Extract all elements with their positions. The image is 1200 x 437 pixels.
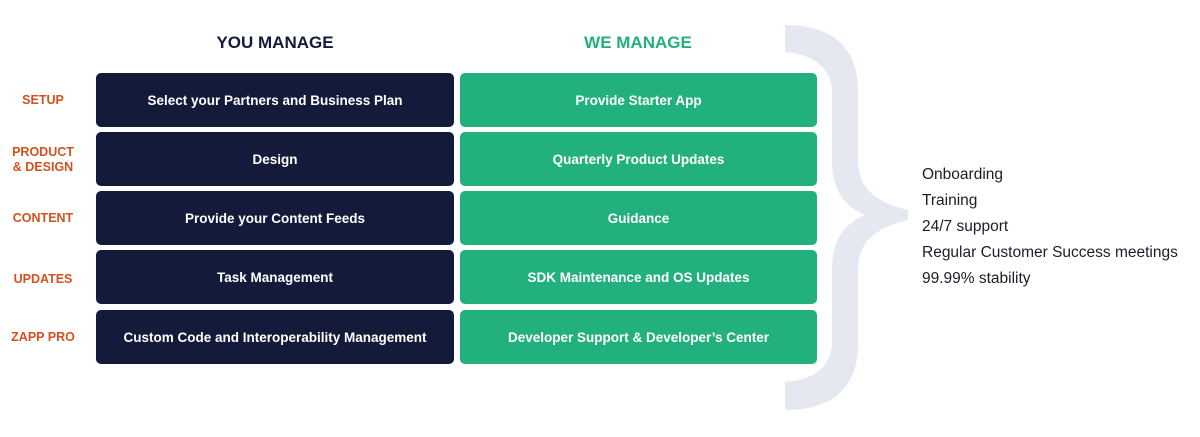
you-manage-cell-content: Provide your Content Feeds [96, 191, 454, 245]
row-label-content: CONTENT [12, 211, 74, 225]
we-manage-cell-setup: Provide Starter App [460, 73, 817, 127]
row-label-zapp-pro: ZAPP PRO [11, 330, 75, 344]
benefits-list: Onboarding Training 24/7 support Regular… [922, 162, 1178, 292]
right-curly-brace-icon [785, 25, 908, 410]
cell-text: Custom Code and Interoperability Managem… [123, 329, 427, 345]
you-manage-cell-setup: Select your Partners and Business Plan [96, 73, 454, 127]
you-manage-cell-updates: Task Management [96, 250, 454, 304]
benefit-item: 24/7 support [922, 218, 1009, 235]
row-label-setup: SETUP [22, 93, 64, 107]
cell-text: Quarterly Product Updates [552, 151, 725, 167]
cell-text: Developer Support & Developer’s Center [507, 329, 770, 345]
cell-text: Provide your Content Feeds [184, 210, 366, 226]
benefit-item: 99.99% stability [922, 270, 1031, 287]
benefit-item: Training [922, 192, 978, 209]
you-manage-header: YOU MANAGE [216, 33, 334, 52]
we-manage-cell-updates: SDK Maintenance and OS Updates [460, 250, 817, 304]
you-manage-cell-product-design: Design [96, 132, 454, 186]
cell-text: SDK Maintenance and OS Updates [527, 269, 750, 285]
we-manage-header: WE MANAGE [584, 33, 692, 52]
row-label-product-design: PRODUCT & DESIGN [12, 145, 74, 174]
brace-shape [785, 25, 908, 410]
benefit-item: Onboarding [922, 166, 1004, 183]
cell-text: Guidance [607, 210, 670, 226]
you-manage-cell-zapp-pro: Custom Code and Interoperability Managem… [96, 310, 454, 364]
we-manage-cell-product-design: Quarterly Product Updates [460, 132, 817, 186]
cell-text: Design [252, 151, 298, 167]
we-manage-cell-content: Guidance [460, 191, 817, 245]
cell-text: Task Management [216, 269, 334, 285]
cell-text: Select your Partners and Business Plan [147, 92, 403, 108]
row-label-updates: UPDATES [13, 272, 73, 286]
cell-text: Provide Starter App [575, 92, 702, 108]
we-manage-cell-zapp-pro: Developer Support & Developer’s Center [460, 310, 817, 364]
benefit-item: Regular Customer Success meetings [922, 244, 1178, 261]
